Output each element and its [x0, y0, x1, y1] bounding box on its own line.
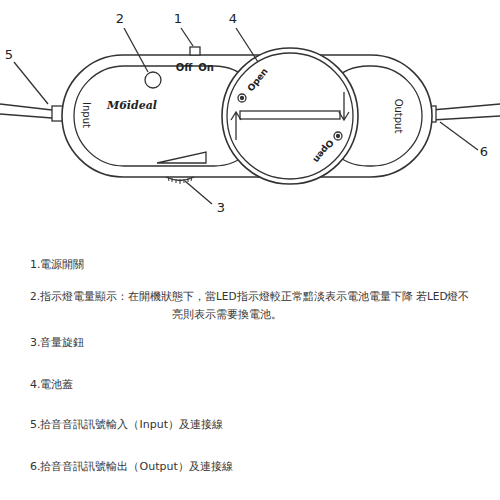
input-cable: [0, 104, 52, 118]
open-arrow-left: [231, 112, 241, 140]
legend-item: 1.電源開關: [30, 255, 85, 274]
open-dot: [334, 132, 342, 140]
open-arrow-right: [339, 92, 349, 120]
leader-line: [124, 28, 148, 72]
cover-slot: [240, 111, 340, 119]
brand-logo: M6ideal: [107, 99, 157, 112]
knob-knurling: [168, 177, 192, 184]
callout-number: 3: [217, 200, 225, 216]
callout-number: 4: [229, 11, 237, 27]
port-label: Output: [392, 99, 404, 134]
legend-item: 3.音量旋鈕: [30, 333, 85, 352]
led-indicator: [145, 72, 161, 88]
legend-item: 5.拾音音訊訊號輸入（Input）及連接線: [30, 415, 223, 434]
callout-number: 2: [116, 11, 124, 27]
open-dot: [238, 94, 246, 102]
callout-number: 6: [480, 144, 488, 160]
battery-cover-ring: [227, 53, 353, 179]
callout-number: 5: [5, 47, 13, 63]
leader-line: [14, 62, 48, 104]
open-dot-center: [241, 97, 244, 100]
leader-line: [440, 122, 478, 150]
volume-wedge: [157, 152, 206, 163]
output-cable: [432, 104, 500, 120]
leader-line: [236, 28, 258, 62]
port-label: Input: [80, 102, 92, 128]
open-dot-center: [337, 135, 340, 138]
legend-item: 6.拾音音訊訊號輸出（Output）及連接線: [30, 457, 233, 476]
leader-line: [185, 181, 212, 204]
power-switch: [190, 47, 200, 55]
battery-cover: [222, 48, 358, 184]
callout-number: 1: [174, 11, 182, 27]
legend-item: 4.電池蓋: [30, 375, 74, 394]
switch-label: On: [198, 62, 214, 74]
switch-label: Off: [176, 62, 193, 74]
leader-line: [181, 28, 193, 46]
legend-item: 2.指示燈電量顯示：在開機狀態下，當LED指示燈較正常黯淡表示電池電量下降 若L…: [30, 287, 475, 324]
